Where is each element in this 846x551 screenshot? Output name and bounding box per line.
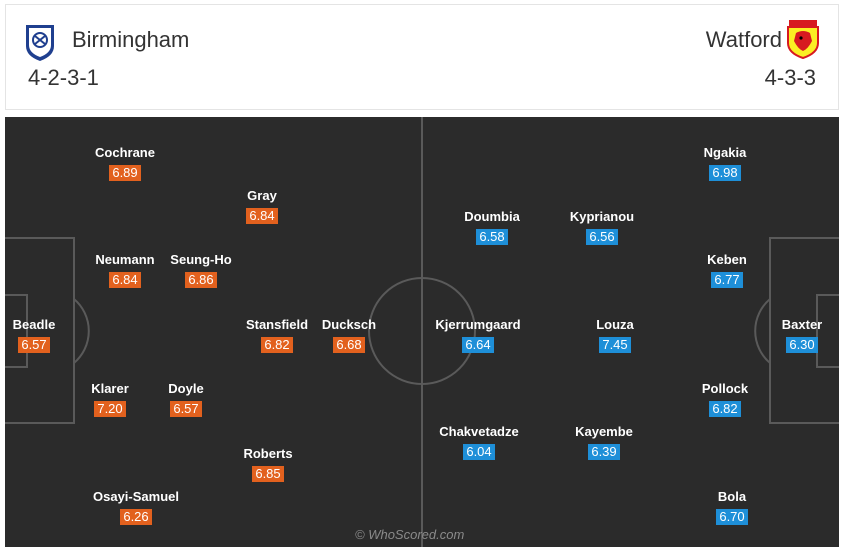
- player-rating: 6.82: [261, 337, 293, 353]
- player-name: Osayi-Samuel: [93, 489, 179, 504]
- player-rating: 6.68: [333, 337, 365, 353]
- player-rating: 6.57: [18, 337, 50, 353]
- watford-crest-icon: [787, 20, 819, 59]
- player-rating: 6.58: [476, 229, 508, 245]
- player-rating: 6.98: [709, 165, 741, 181]
- player-name: Chakvetadze: [439, 424, 519, 439]
- player-rating: 6.84: [109, 272, 141, 288]
- home-team-name[interactable]: Birmingham: [72, 27, 190, 52]
- home-player[interactable]: Roberts 6.85: [208, 446, 328, 483]
- player-name: Keben: [707, 252, 747, 267]
- away-team-name[interactable]: Watford: [705, 27, 782, 52]
- player-rating: 6.70: [716, 509, 748, 525]
- away-player[interactable]: Kyprianou 6.56: [542, 209, 662, 246]
- away-player[interactable]: Louza 7.45: [555, 317, 675, 354]
- away-player[interactable]: Keben 6.77: [667, 252, 787, 289]
- player-rating: 6.82: [709, 401, 741, 417]
- home-player[interactable]: Klarer 7.20: [50, 381, 170, 418]
- player-rating: 6.84: [246, 208, 278, 224]
- player-name: Kyprianou: [569, 209, 635, 224]
- player-name: Bola: [717, 489, 747, 504]
- birmingham-crest-icon: [26, 25, 54, 61]
- player-name: Doyle: [168, 381, 204, 396]
- player-rating: 6.04: [463, 444, 495, 460]
- player-name: Neumann: [95, 252, 155, 267]
- home-player[interactable]: Neumann 6.84: [65, 252, 185, 289]
- player-name: Roberts: [243, 446, 293, 461]
- home-player[interactable]: Beadle 6.57: [5, 317, 94, 354]
- pitch: Cochrane 6.89 Gray 6.84 Neumann 6.84 Seu…: [5, 117, 839, 547]
- player-rating: 6.30: [786, 337, 818, 353]
- away-player[interactable]: Bola 6.70: [672, 489, 792, 526]
- player-name: Gray: [247, 188, 277, 203]
- away-formation: 4-3-3: [764, 65, 816, 90]
- home-player[interactable]: Gray 6.84: [202, 188, 322, 225]
- player-rating: 7.45: [599, 337, 631, 353]
- match-header: Birmingham 4-2-3-1 Watford 4-3-3: [5, 4, 839, 110]
- player-rating: 6.57: [170, 401, 202, 417]
- away-player[interactable]: Kjerrumgaard 6.64: [418, 317, 538, 354]
- player-rating: 6.77: [711, 272, 743, 288]
- player-rating: 6.56: [586, 229, 618, 245]
- player-name: Pollock: [701, 381, 749, 396]
- away-player[interactable]: Baxter 6.30: [742, 317, 839, 354]
- player-rating: 6.85: [252, 466, 284, 482]
- pitch-lines: [5, 117, 839, 547]
- home-formation: 4-2-3-1: [28, 65, 99, 90]
- player-rating: 6.26: [120, 509, 152, 525]
- player-rating: 6.86: [185, 272, 217, 288]
- away-player[interactable]: Ngakia 6.98: [665, 145, 785, 182]
- home-player[interactable]: Doyle 6.57: [126, 381, 246, 418]
- player-rating: 6.39: [588, 444, 620, 460]
- away-player[interactable]: Kayembe 6.39: [544, 424, 664, 461]
- player-name: Kjerrumgaard: [435, 317, 521, 332]
- player-name: Klarer: [91, 381, 129, 396]
- player-name: Stansfield: [245, 317, 309, 332]
- away-player[interactable]: Doumbia 6.58: [432, 209, 552, 246]
- away-player[interactable]: Pollock 6.82: [665, 381, 785, 418]
- player-name: Doumbia: [464, 209, 520, 224]
- away-player[interactable]: Chakvetadze 6.04: [419, 424, 539, 461]
- player-name: Seung-Ho: [170, 252, 232, 267]
- home-player[interactable]: Seung-Ho 6.86: [141, 252, 261, 289]
- player-name: Ngakia: [703, 145, 747, 160]
- player-name: Cochrane: [95, 145, 155, 160]
- player-rating: 7.20: [94, 401, 126, 417]
- home-player[interactable]: Cochrane 6.89: [65, 145, 185, 182]
- player-name: Kayembe: [575, 424, 633, 439]
- player-name: Louza: [596, 317, 634, 332]
- home-player[interactable]: Ducksch 6.68: [289, 317, 409, 354]
- home-player[interactable]: Stansfield 6.82: [217, 317, 337, 354]
- player-rating: 6.89: [109, 165, 141, 181]
- player-name: Baxter: [781, 317, 823, 332]
- watermark: © WhoScored.com: [355, 527, 465, 542]
- player-name: Beadle: [12, 317, 56, 332]
- player-name: Ducksch: [321, 317, 377, 332]
- player-rating: 6.64: [462, 337, 494, 353]
- home-player[interactable]: Osayi-Samuel 6.26: [76, 489, 196, 526]
